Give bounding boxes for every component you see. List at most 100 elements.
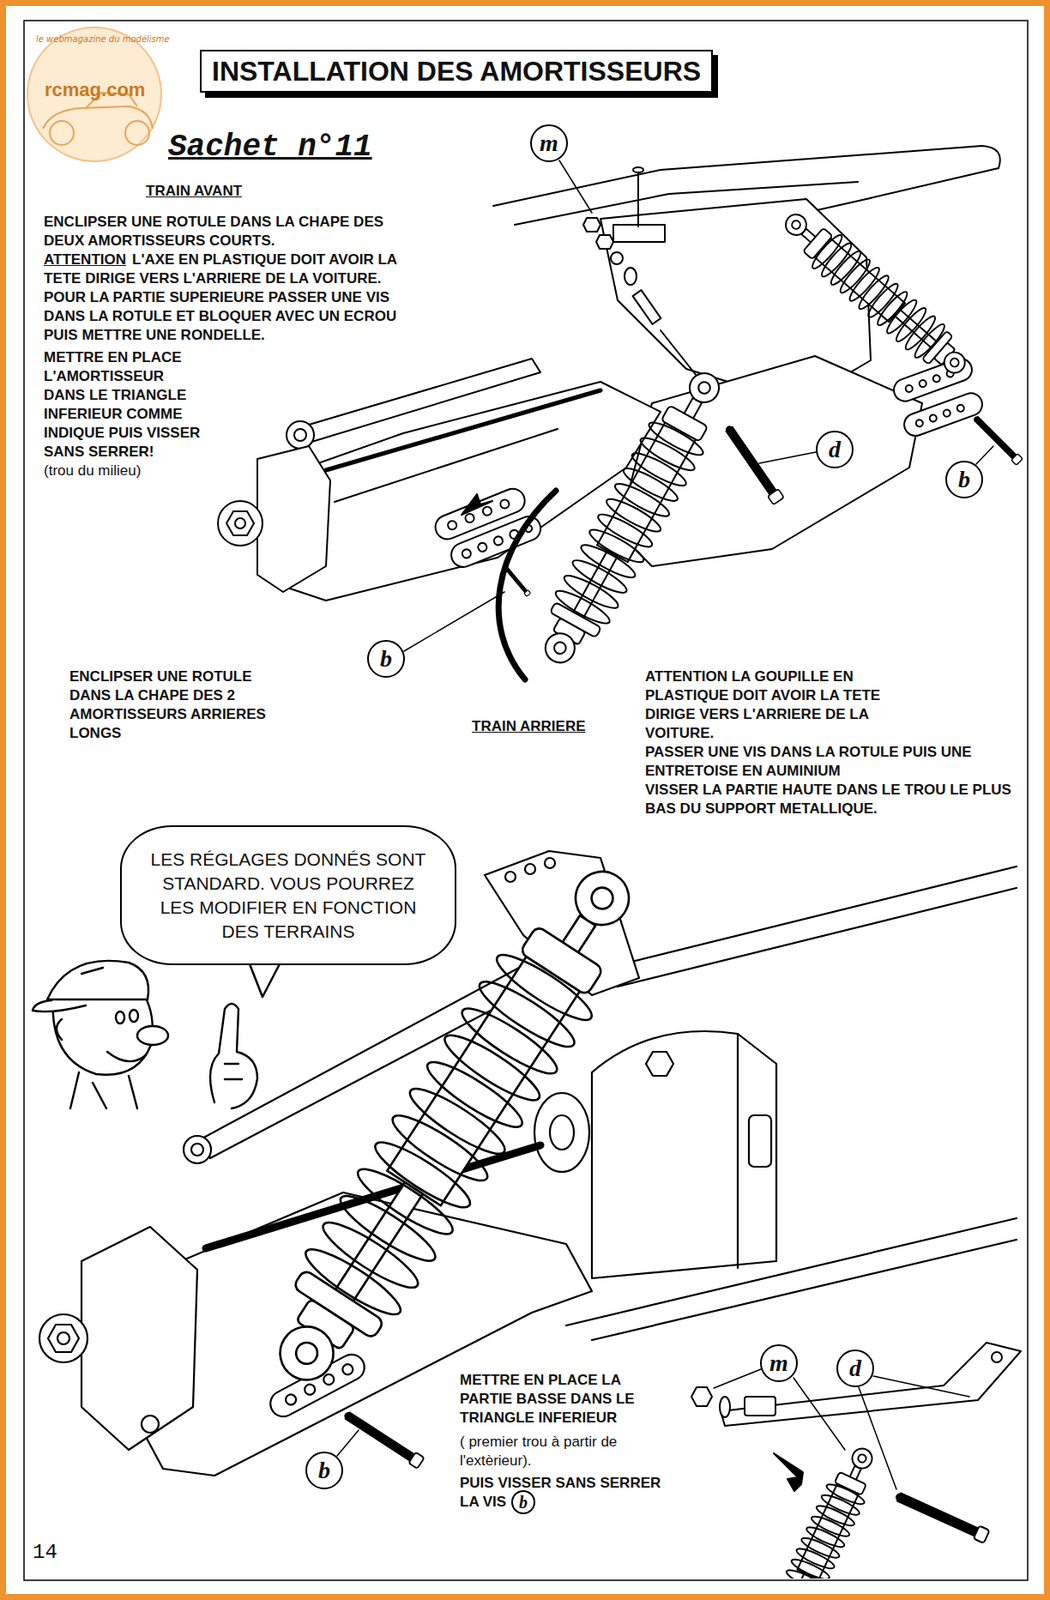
- rear-suspension-drawing: [645, 1051, 674, 1076]
- mounting-detail-inset: [873, 1375, 970, 1397]
- callout-circle: m: [760, 1344, 798, 1382]
- section-heading: TRAIN ARRIERE: [471, 717, 586, 737]
- front-suspension-drawing: [759, 452, 816, 464]
- text-paragraph: ATTENTIONL'AXE EN PLASTIQUE DOIT AVOIR L…: [43, 250, 405, 289]
- rear-suspension-drawing: [748, 1115, 772, 1167]
- rear-suspension-drawing: [617, 887, 1017, 987]
- front-suspension-drawing: [773, 201, 977, 386]
- front-suspension-drawing: [476, 541, 489, 553]
- front-suspension-drawing: [559, 160, 592, 213]
- mounting-detail-inset: [720, 1342, 1021, 1426]
- front-suspension-drawing: [499, 498, 511, 510]
- front-suspension-drawing: [257, 446, 331, 592]
- front-suspension-drawing: [942, 409, 952, 418]
- front-suspension-drawing: [918, 379, 928, 388]
- watermark-logo: [27, 27, 162, 162]
- front-suspension-drawing: [900, 390, 985, 440]
- instruction-text: VISSER LA PARTIE HAUTE DANS LE TROU LE P…: [645, 780, 1023, 819]
- mounting-detail-inset: [744, 1396, 776, 1416]
- front-suspension-drawing: [633, 167, 644, 173]
- instruction-text: ENCLIPSER UNE ROTULE DANS LA CHAPE DES 2…: [69, 667, 297, 743]
- cartoon-mechanic: [70, 1072, 138, 1109]
- instruction-text: PASSER UNE VIS DANS LA ROTULE PUIS UNE E…: [645, 742, 1023, 781]
- bag-heading: Sachet n°11: [168, 128, 373, 167]
- mounting-detail-inset: [793, 1377, 845, 1450]
- front-suspension-drawing: [956, 404, 966, 413]
- rear-suspension-drawing: [343, 1410, 425, 1469]
- cartoon-mechanic: [137, 1025, 169, 1045]
- cartoon-mechanic: [47, 960, 149, 1000]
- mounting-detail-inset: [773, 1453, 803, 1491]
- cartoon-mechanic: [107, 1051, 146, 1062]
- rear-suspension-drawing: [39, 1314, 88, 1363]
- front-suspension-drawing: [624, 267, 637, 285]
- rear-suspension-drawing: [302, 1382, 317, 1397]
- front-suspension-drawing: [637, 169, 640, 227]
- rear-suspension-drawing: [591, 1239, 1017, 1340]
- callout-letter: b: [318, 1458, 331, 1483]
- instruction-text: POUR LA PARTIE SUPERIEURE PASSER UNE VIS…: [43, 288, 413, 345]
- front-suspension-drawing: [525, 360, 738, 676]
- mounting-detail-inset: [858, 1387, 897, 1490]
- watermark-logo: [27, 27, 162, 162]
- front-suspension-drawing: [610, 252, 623, 265]
- text-column: ENCLIPSER UNE ROTULE DANS LA CHAPE DES D…: [43, 212, 422, 481]
- instruction-text: PUIS VISSER SANS SERRER LA VIS: [459, 1473, 666, 1512]
- rear-suspension-drawing: [81, 1226, 198, 1450]
- callout-circle: b: [511, 1490, 536, 1515]
- watermark-logo: [49, 120, 74, 145]
- mounting-detail-inset: [991, 1351, 1002, 1363]
- cartoon-mechanic: [32, 960, 258, 1109]
- front-suspension-drawing: [504, 566, 532, 597]
- front-suspension-drawing: [492, 535, 504, 547]
- front-suspension-drawing: [929, 413, 938, 423]
- front-suspension-drawing: [464, 512, 476, 524]
- front-suspension-drawing: [325, 390, 601, 471]
- rear-suspension-drawing: [736, 1033, 739, 1268]
- speech-bubble: LES RÉGLAGES DONNÉS SONT STANDARD. VOUS …: [120, 825, 457, 966]
- instruction-text: ATTENTION: [43, 251, 127, 268]
- rear-suspension-drawing: [549, 1115, 574, 1150]
- front-suspension-drawing: [235, 518, 246, 529]
- front-suspension-drawing: [481, 505, 493, 517]
- front-suspension-drawing: [613, 224, 665, 242]
- callout-letter: m: [539, 131, 559, 156]
- front-suspension-drawing: [431, 484, 528, 543]
- callout-letter: d: [849, 1356, 862, 1381]
- instruction-text: (trou du milieu): [43, 461, 207, 481]
- front-suspension-drawing: [633, 289, 662, 325]
- callout-circle: d: [836, 1349, 875, 1388]
- instruction-text: ENCLIPSER UNE ROTULE DANS LA CHAPE DES D…: [43, 212, 422, 251]
- rear-suspension-drawing: [283, 1392, 298, 1407]
- rear-suspension-drawing: [600, 866, 1017, 970]
- callout-letter: b: [380, 646, 393, 671]
- callout-circle: m: [530, 124, 568, 163]
- rear-suspension-drawing: [48, 1324, 79, 1352]
- rear-suspension-drawing: [566, 1218, 1017, 1326]
- mounting-detail-inset: [719, 1396, 731, 1418]
- cartoon-mechanic: [129, 1009, 139, 1022]
- front-suspension-drawing: [461, 494, 493, 515]
- front-suspension-drawing: [286, 421, 314, 449]
- instruction-text: ( premier trou à partir de l'extèrieur).: [459, 1432, 666, 1471]
- front-suspension-drawing: [334, 428, 558, 502]
- front-suspension-drawing: [460, 548, 472, 560]
- callout-letter: b: [518, 1493, 528, 1511]
- front-suspension-drawing: [294, 428, 307, 441]
- mounting-detail-inset: [713, 1369, 761, 1388]
- rear-suspension-drawing: [544, 857, 556, 869]
- rear-suspension-drawing: [57, 1332, 70, 1345]
- instruction-text: ATTENTION LA GOUPILLE EN PLASTIQUE DOIT …: [645, 667, 894, 743]
- instruction-text: METTRE EN PLACE L'AMORTISSEUR DANS LE TR…: [43, 348, 207, 462]
- callout-letter: d: [828, 437, 841, 462]
- front-suspension-drawing: [404, 591, 505, 652]
- page-frame: [3, 3, 1048, 1598]
- mounting-detail-inset: [691, 1387, 713, 1407]
- front-suspension-drawing: [226, 511, 254, 536]
- front-suspension-drawing: [596, 235, 614, 249]
- front-suspension-drawing: [900, 390, 985, 440]
- page-frame: [3, 3, 1048, 1598]
- cartoon-mechanic: [56, 1019, 62, 1040]
- front-suspension-drawing: [660, 330, 697, 376]
